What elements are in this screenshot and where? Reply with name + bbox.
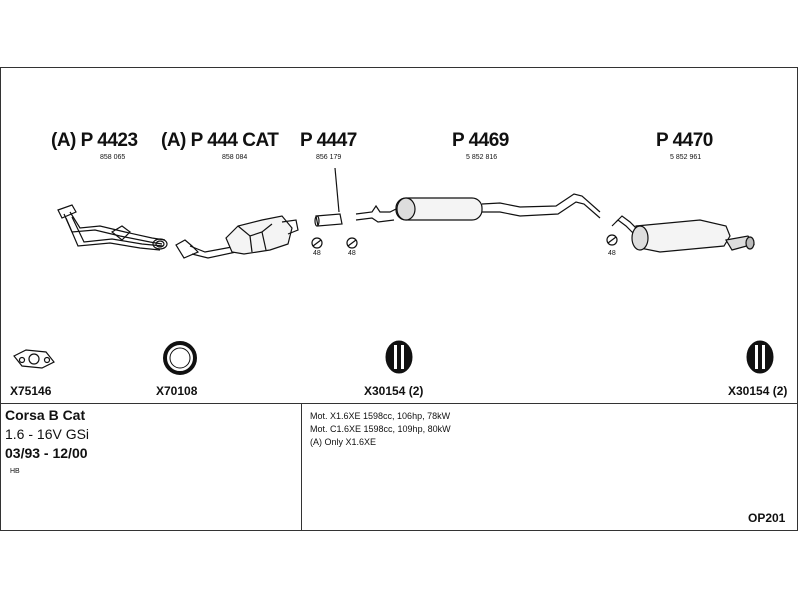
clamp-qty: 48 [608, 250, 616, 257]
part-ref-front-pipe: 858 065 [100, 154, 126, 161]
part-number-connector: P 4447 [300, 130, 357, 151]
connector-part [314, 167, 343, 227]
clamp-qty: 48 [348, 250, 356, 257]
middle-silencer-part [355, 193, 601, 223]
fitting-code-mount-middle: X30154 (2) [364, 384, 424, 398]
part-ref-rear-silencer: 5 852 961 [670, 154, 702, 161]
vehicle-body: HB [10, 468, 20, 475]
front-pipe-part [57, 204, 168, 251]
horizontal-divider [0, 403, 798, 404]
sealing-ring-icon [163, 341, 197, 375]
part-ref-connector: 856 179 [316, 154, 342, 161]
part-ref-catalyst: 858 084 [222, 154, 248, 161]
part-number-front-pipe: (A) P 4423 [51, 130, 138, 151]
fitting-code-gasket: X75146 [10, 384, 52, 398]
fitting-code-mount-rear: X30154 (2) [728, 384, 788, 398]
engine-note: Mot. C1.6XE 1598cc, 109hp, 80kW [310, 424, 451, 434]
fitting-code-ring: X70108 [156, 384, 198, 398]
diagram-code: OP201 [748, 511, 786, 525]
clamp-qty: 48 [313, 250, 321, 257]
part-ref-middle-silencer: 5 852 816 [466, 154, 498, 161]
engine-note: Mot. X1.6XE 1598cc, 106hp, 78kW [310, 411, 451, 421]
gasket-icon [13, 349, 55, 369]
part-number-rear-silencer: P 4470 [656, 130, 713, 151]
diagram-frame [0, 67, 798, 531]
part-number-middle-silencer: P 4469 [452, 130, 509, 151]
vehicle-years: 03/93 - 12/00 [5, 445, 88, 461]
applicability-note: (A) Only X1.6XE [310, 437, 377, 447]
rubber-mount-icon [385, 340, 413, 374]
rubber-mount-icon [746, 340, 774, 374]
part-number-catalyst: (A) P 444 CAT [161, 130, 279, 151]
vehicle-model: Corsa B Cat [5, 407, 86, 423]
vehicle-engine: 1.6 - 16V GSi [5, 426, 90, 442]
rear-silencer-part [611, 215, 756, 253]
vertical-divider [301, 403, 302, 531]
clamp-icons [311, 234, 618, 249]
catalyst-part [175, 215, 299, 259]
